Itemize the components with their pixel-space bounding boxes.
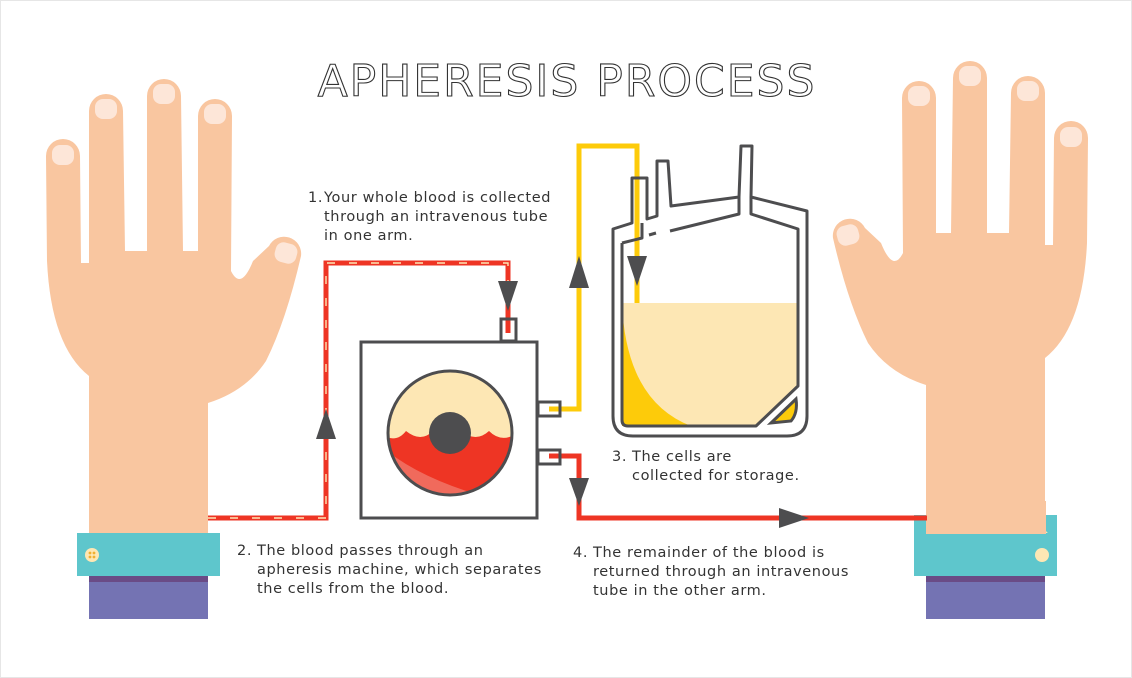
arrow-right-icon [779,508,809,528]
step-number: 1. [308,190,323,206]
arrow-down-icon [498,281,518,311]
right-hand [832,61,1088,619]
step-text: The cells are [631,449,732,465]
step-text: tube in the other arm. [593,583,767,599]
step-text: returned through an intravenous [593,564,849,580]
arrow-up-icon [316,409,336,439]
plasma-tube [549,143,640,412]
step-text: The remainder of the blood is [592,545,825,561]
step-text: apheresis machine, which separates [257,562,542,578]
step-number: 4. [573,545,588,561]
step-number: 2. [237,543,252,559]
step-4: 4. The remainder of the blood is returne… [573,545,849,599]
arrow-down-icon [569,478,589,506]
step-text: the cells from the blood. [257,581,449,597]
arrow-up-icon [569,256,589,288]
collection-bag [611,144,809,438]
step-text: in one arm. [324,228,413,244]
right-wrist [926,501,1046,534]
step-text: collected for storage. [632,468,800,484]
step-2: 2. The blood passes through an apheresis… [237,543,542,597]
flow-arrows [316,256,809,528]
step-text: through an intravenous tube [324,209,548,225]
step-text: Your whole blood is collected [323,190,551,206]
step-text: The blood passes through an [256,543,484,559]
page-title: APHERESIS PROCESS [318,56,817,107]
blood-return-tube [549,453,927,521]
step-3: 3. The cells are collected for storage. [612,449,800,484]
left-hand [46,79,302,619]
arrow-down-icon [627,256,647,286]
step-1: 1. Your whole blood is collected through… [308,190,551,244]
apheresis-machine [359,317,562,520]
step-number: 3. [612,449,627,465]
